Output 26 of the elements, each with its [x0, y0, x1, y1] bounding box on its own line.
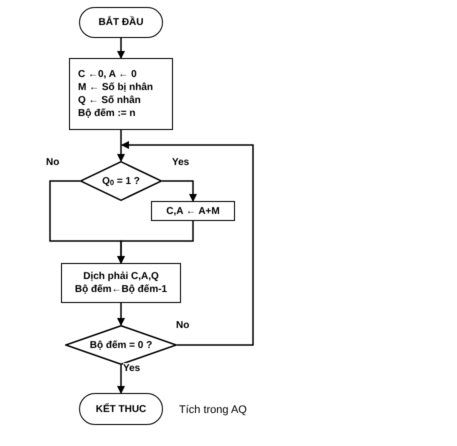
flow-arrow — [117, 38, 125, 59]
process-text: Q ← Số nhân — [78, 94, 141, 107]
flow-arrow — [117, 365, 125, 394]
process-text: C ←0, A ← 0 — [78, 68, 137, 81]
terminal-pill — [79, 393, 163, 425]
terminal-label: KẾT THUC — [96, 402, 146, 416]
result-note: Tích trong AQ — [179, 403, 247, 418]
flow-arrow — [117, 303, 125, 326]
flow-arrow — [117, 130, 125, 162]
terminal-pill — [79, 7, 163, 38]
terminal-label: BẮT ĐẦU — [98, 16, 144, 29]
flow-arrow — [121, 141, 254, 346]
decision-diamond — [80, 161, 162, 201]
process-text: Bộ đếm := n — [78, 107, 136, 120]
decision-diamond — [65, 325, 177, 365]
process-box — [151, 201, 235, 221]
process-box — [69, 58, 173, 130]
process-text: C,A ← A+M — [166, 204, 220, 218]
condition-text: Q$_{0}$ = 1 ? — [102, 174, 140, 188]
process-text: M ← Số bị nhân — [78, 81, 153, 94]
condition-text: Bộ đếm = 0 ? — [90, 338, 152, 352]
process-text: Bộ đếm←Bộ đếm-1 — [74, 283, 168, 296]
process-text: Dịch phải C,A,Q — [83, 270, 159, 283]
process-box — [61, 263, 181, 303]
flow-arrow — [117, 221, 194, 264]
flow-arrow — [162, 180, 197, 202]
